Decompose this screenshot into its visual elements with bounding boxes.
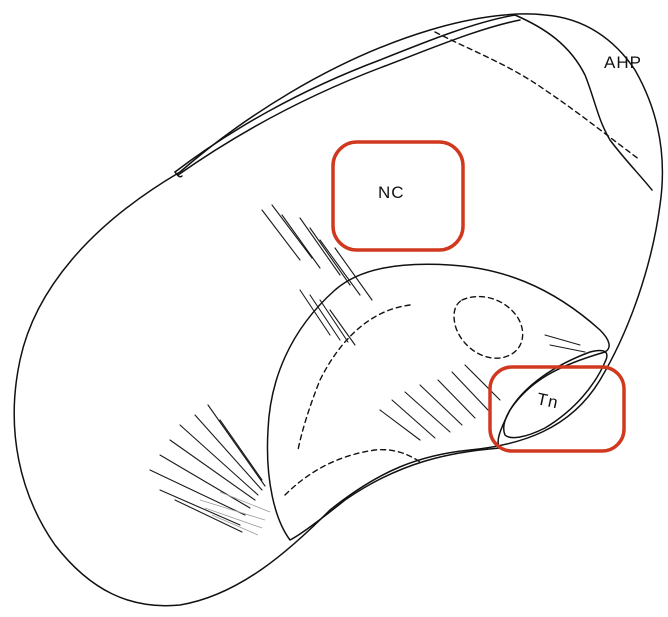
- hemisphere-outline: [14, 14, 662, 606]
- label-tn: Tn: [535, 389, 560, 412]
- label-nc: NC: [378, 183, 405, 202]
- dorsal-ridge-inner: [178, 20, 520, 175]
- ahp-boundary: [515, 15, 652, 190]
- dashed-arc-left: [298, 305, 410, 450]
- dashed-arc-bottom: [285, 450, 420, 495]
- dashed-oval: [454, 297, 523, 359]
- dorsal-ridge-outer: [175, 15, 515, 172]
- label-ahp: AHP: [604, 53, 642, 72]
- hatch-lower-left: [150, 405, 265, 532]
- hatch-upper: [262, 205, 372, 345]
- hatch-lower-right: [380, 335, 585, 440]
- ahp-dashed-boundary: [435, 32, 640, 160]
